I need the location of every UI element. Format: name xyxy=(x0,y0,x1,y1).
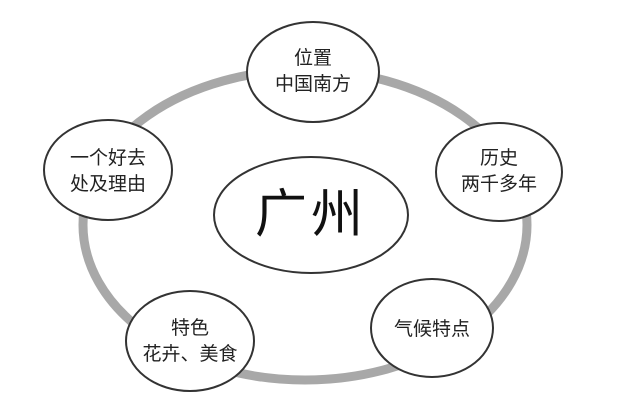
node-specialties-line-1: 特色 xyxy=(171,317,209,339)
node-reasons-line-2: 处及理由 xyxy=(70,173,146,195)
node-history-line-2: 两千多年 xyxy=(461,173,537,195)
node-reasons-line-1: 一个好去 xyxy=(70,147,146,169)
node-climate-line-1: 气候特点 xyxy=(394,318,470,340)
node-climate: 气候特点 xyxy=(370,278,494,378)
node-reasons: 一个好去 处及理由 xyxy=(43,119,173,221)
node-location: 位置 中国南方 xyxy=(246,21,380,123)
center-title: 广州 xyxy=(255,185,367,245)
node-specialties: 特色 花卉、美食 xyxy=(125,290,255,392)
node-specialties-ellipse xyxy=(125,290,255,392)
node-history-ellipse xyxy=(435,122,563,222)
node-reasons-ellipse xyxy=(43,119,173,221)
node-climate-ellipse xyxy=(370,278,494,378)
center-ellipse xyxy=(213,156,409,274)
node-history-line-1: 历史 xyxy=(480,147,518,169)
node-location-line-2: 中国南方 xyxy=(275,73,351,95)
node-history: 历史 两千多年 xyxy=(435,122,563,222)
node-location-ellipse xyxy=(246,21,380,123)
node-location-line-1: 位置 xyxy=(294,47,332,69)
node-specialties-line-2: 花卉、美食 xyxy=(142,343,237,365)
